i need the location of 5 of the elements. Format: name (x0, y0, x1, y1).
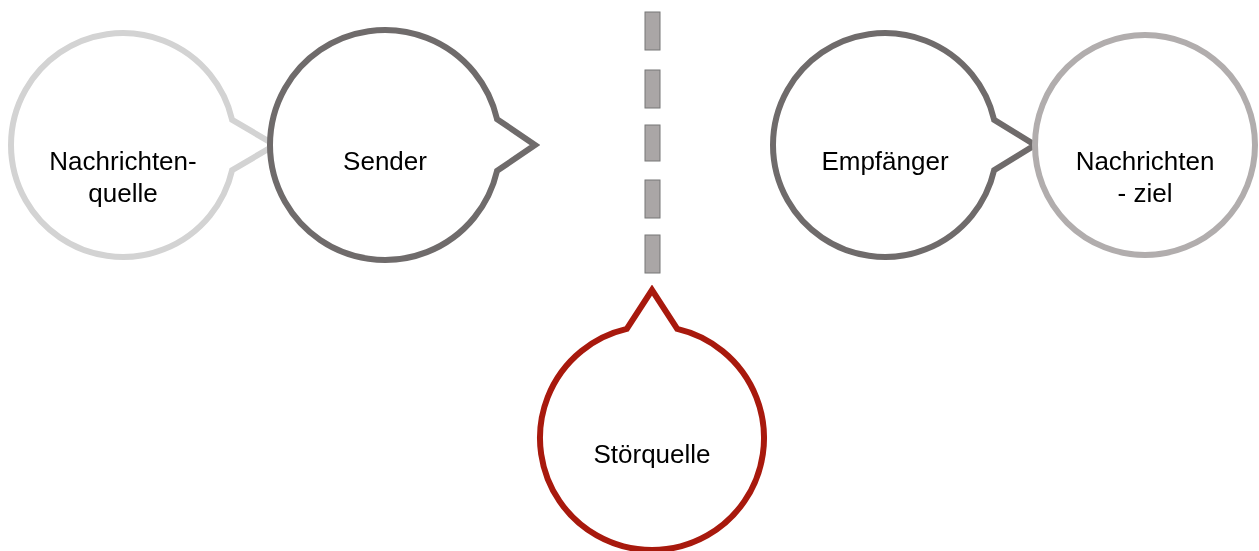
bubble-label: Empfänger (820, 145, 950, 177)
bubble-label: Sender (342, 145, 428, 177)
bubble-label: Nachrichten- quelle (48, 145, 198, 209)
bubble-label: Nachrichten - ziel (1074, 145, 1216, 209)
bubble-label: Störquelle (592, 438, 712, 470)
